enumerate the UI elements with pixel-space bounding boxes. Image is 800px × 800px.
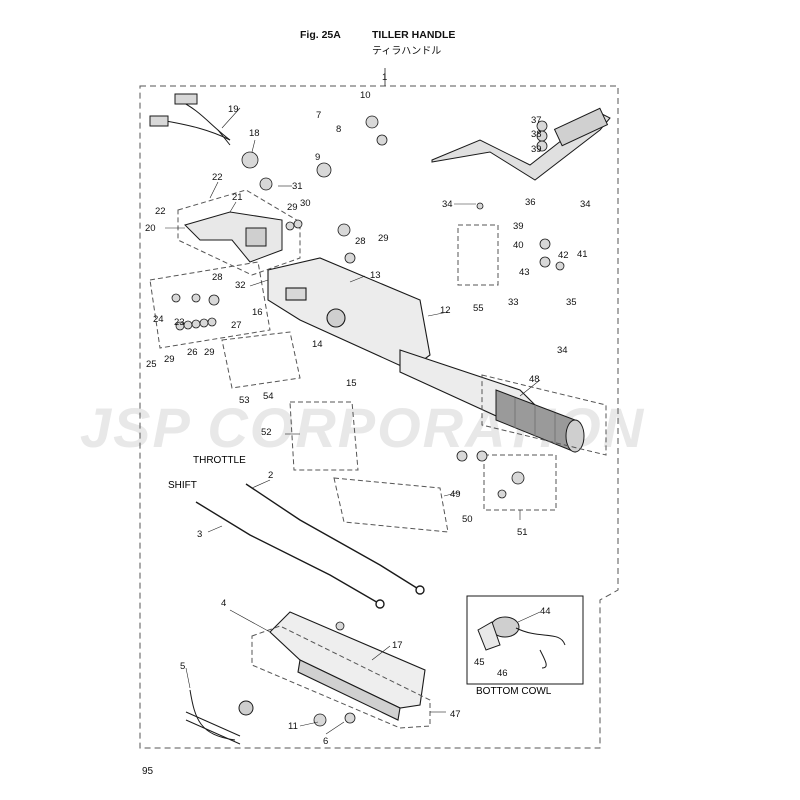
page-number: 95 — [142, 766, 154, 777]
group-52-boundary — [289, 401, 359, 471]
cowl-switch-44 — [477, 616, 566, 669]
callout-9: 9 — [315, 152, 320, 163]
callout-6: 6 — [323, 736, 328, 747]
callout-15: 15 — [346, 378, 357, 389]
bracket-group-boundary — [177, 189, 301, 276]
callout-2: 2 — [268, 470, 273, 481]
figure-title-japanese: ティラハンドル — [372, 46, 442, 57]
throttle-grip — [495, 389, 585, 453]
lanyard-5 — [185, 689, 254, 745]
callout-34: 34 — [580, 199, 591, 210]
callout-25: 25 — [146, 359, 157, 370]
callout-1: 1 — [382, 72, 387, 83]
throttle-label: THROTTLE — [193, 455, 246, 466]
callout-38: 38 — [531, 129, 542, 140]
group-55-boundary — [457, 224, 499, 286]
callout-13: 13 — [370, 270, 381, 281]
callout-22: 22 — [155, 206, 166, 217]
callout-7: 7 — [316, 110, 321, 121]
control-cables — [195, 483, 425, 609]
callout-30: 30 — [300, 198, 311, 209]
callout-35: 35 — [566, 297, 577, 308]
callout-21: 21 — [232, 192, 243, 203]
callout-36: 36 — [525, 197, 536, 208]
callout-39: 39 — [531, 144, 542, 155]
callout-45: 45 — [474, 657, 485, 668]
callout-55: 55 — [473, 303, 484, 314]
callout-51: 51 — [517, 527, 528, 538]
callout-29: 29 — [378, 233, 389, 244]
callout-12: 12 — [440, 305, 451, 316]
callout-32: 32 — [235, 280, 246, 291]
callout-16: 16 — [252, 307, 263, 318]
callout-43: 43 — [519, 267, 530, 278]
callout-28: 28 — [355, 236, 366, 247]
group-50-boundary — [333, 477, 449, 533]
callout-19: 19 — [228, 104, 239, 115]
bottom-cowl-label: BOTTOM COWL — [476, 686, 552, 697]
assembly-boundary — [139, 85, 619, 749]
callout-23: 23 — [174, 317, 185, 328]
callout-34: 34 — [442, 199, 453, 210]
callout-17: 17 — [392, 640, 403, 651]
callout-11: 11 — [288, 721, 298, 732]
group-27-boundary — [149, 261, 271, 349]
callout-5: 5 — [180, 661, 185, 672]
callout-24: 24 — [153, 314, 164, 325]
callout-54: 54 — [263, 391, 274, 402]
figure-label: Fig. 25A — [300, 29, 341, 41]
grip-group-boundary — [481, 374, 607, 456]
fasteners — [171, 115, 565, 727]
callout-34: 34 — [557, 345, 568, 356]
callout-14: 14 — [312, 339, 323, 350]
callout-22: 22 — [212, 172, 223, 183]
figure-title: TILLER HANDLE — [372, 29, 456, 41]
callout-53: 53 — [239, 395, 250, 406]
leader-lines — [165, 107, 541, 735]
callout-42: 42 — [558, 250, 569, 261]
callout-44: 44 — [540, 606, 551, 617]
bracket-20 — [184, 211, 283, 263]
callout-33: 33 — [508, 297, 519, 308]
tiller-bracket-36 — [431, 107, 611, 181]
wire-harness-19 — [149, 93, 231, 146]
callout-29: 29 — [164, 354, 175, 365]
callout-numbers: 1234567891011121314151617181920212222232… — [145, 72, 591, 747]
callout-48: 48 — [529, 374, 540, 385]
group-51-boundary — [483, 454, 557, 511]
callout-10: 10 — [360, 90, 371, 101]
callout-52: 52 — [261, 427, 272, 438]
callout-18: 18 — [249, 128, 260, 139]
callout-40: 40 — [513, 240, 524, 251]
callout-20: 20 — [145, 223, 156, 234]
callout-29: 29 — [204, 347, 215, 358]
callout-50: 50 — [462, 514, 473, 525]
callout-26: 26 — [187, 347, 198, 358]
callout-27: 27 — [231, 320, 242, 331]
callout-3: 3 — [197, 529, 202, 540]
group-53-boundary — [221, 331, 301, 389]
shift-label: SHIFT — [168, 480, 197, 491]
callout-46: 46 — [497, 668, 508, 679]
callout-39: 39 — [513, 221, 524, 232]
callout-28: 28 — [212, 272, 223, 283]
callout-41: 41 — [577, 249, 588, 260]
callout-49: 49 — [450, 489, 461, 500]
callout-4: 4 — [221, 598, 226, 609]
callout-29: 29 — [287, 202, 298, 213]
callout-8: 8 — [336, 124, 341, 135]
callout-37: 37 — [531, 115, 542, 126]
callout-31: 31 — [292, 181, 303, 192]
bottom-cover-17 — [269, 611, 426, 721]
callout-47: 47 — [450, 709, 461, 720]
